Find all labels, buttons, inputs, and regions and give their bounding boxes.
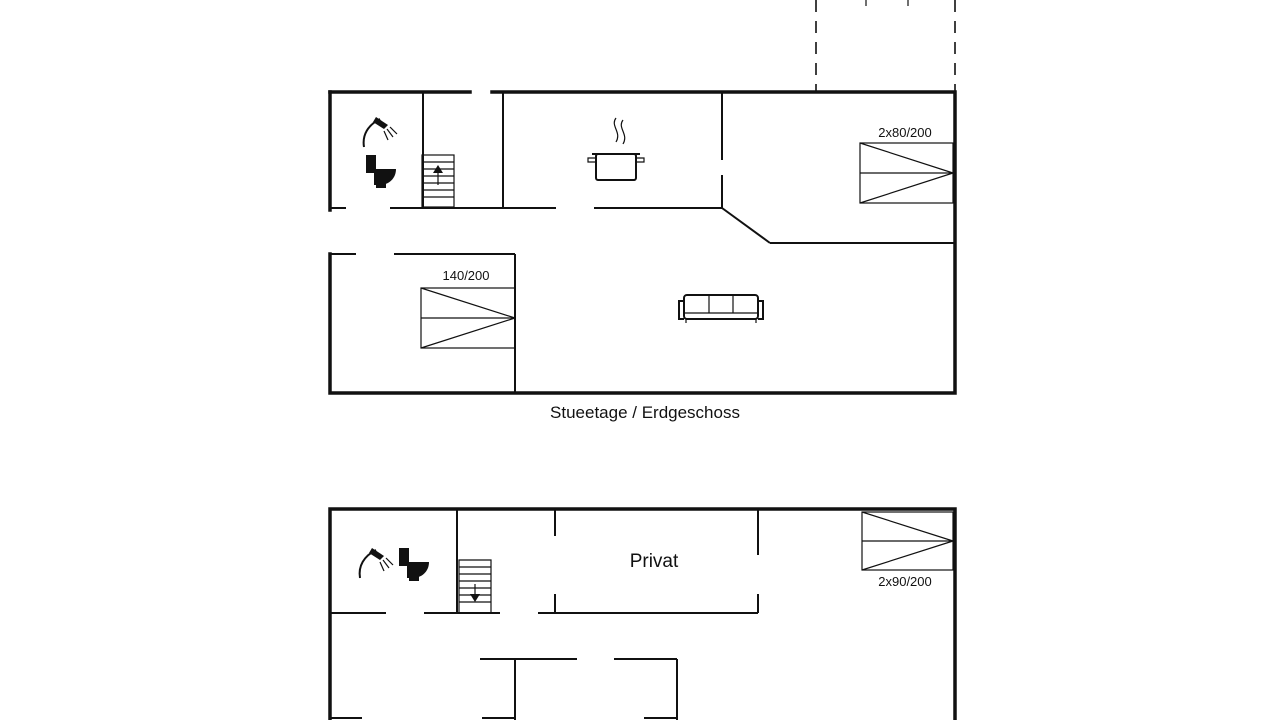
upper-floor-interior-walls: [330, 509, 759, 720]
bed-size-label: 140/200: [443, 268, 490, 283]
bed-size-label: 2x90/200: [878, 574, 932, 589]
floor-caption: Stueetage / Erdgeschoss: [550, 403, 740, 422]
upper-floor-outer-walls: [328, 507, 957, 720]
toilet-icon: [399, 548, 429, 581]
twin-bed-icon: [861, 511, 954, 571]
cooking-pot-icon: [587, 117, 645, 181]
sofa-icon: [678, 294, 764, 323]
room-label: Privat: [630, 551, 679, 572]
toilet-icon: [366, 155, 396, 188]
ground-floor-outer-walls: [328, 90, 957, 395]
stairs-down-icon: [458, 559, 492, 612]
twin-bed-icon: [859, 142, 954, 204]
ground-floor-interior-walls: [330, 92, 955, 393]
stairs-up-icon: [421, 154, 455, 208]
ground-floor: 2x80/200 140/200 Stueetage / Erdgeschoss: [328, 90, 957, 422]
terrace-outline: [815, 0, 956, 92]
shower-icon: [362, 117, 398, 148]
bed-size-label: 2x80/200: [878, 125, 932, 140]
shower-icon: [358, 548, 394, 579]
double-bed-icon: [420, 287, 516, 349]
upper-floor: Privat 2x90/200: [328, 507, 957, 720]
